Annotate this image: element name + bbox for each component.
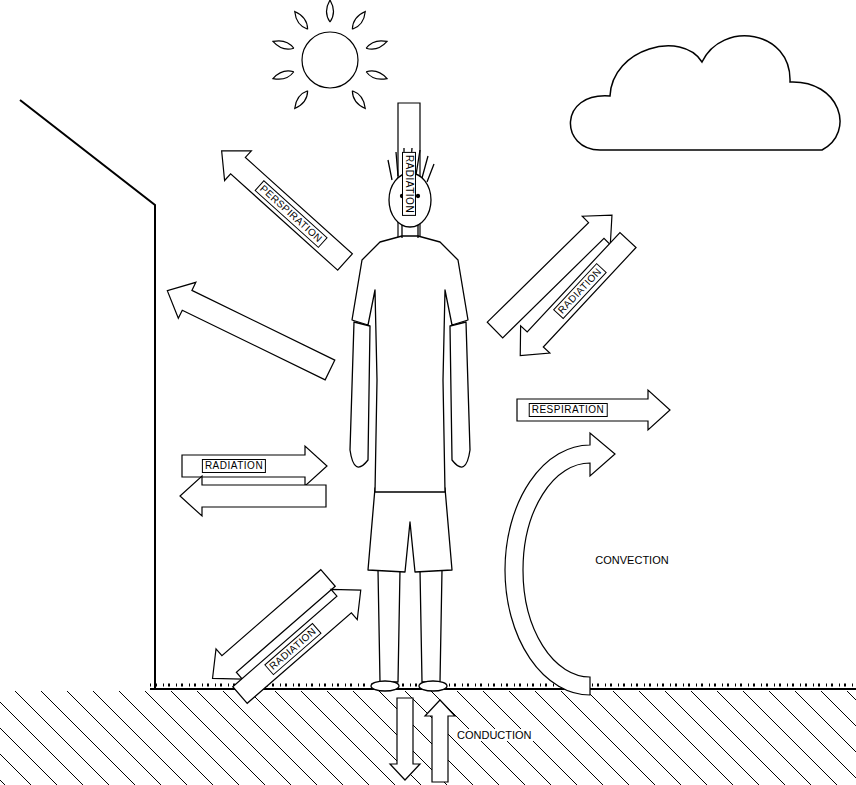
person-shorts <box>368 488 452 572</box>
sun-disc <box>302 32 358 88</box>
sun-ray <box>365 68 388 81</box>
process-label: CONVECTION <box>593 554 670 566</box>
person-arm <box>450 322 470 467</box>
arrow-label: RADIATION <box>202 459 266 473</box>
respiration-arrow <box>517 390 670 430</box>
sun-ray <box>365 38 388 51</box>
sun-ray <box>327 0 334 22</box>
person <box>350 148 470 691</box>
ground-hatch <box>0 691 856 785</box>
sun-ray <box>350 9 369 31</box>
radiation-arrow <box>227 575 374 710</box>
radiation-arrow <box>182 446 327 486</box>
arrow-label: PERSPIRATION <box>254 180 327 248</box>
conduction-arrow <box>390 698 420 780</box>
person-shirt <box>352 236 468 492</box>
building-wall <box>20 100 155 690</box>
radiation-arrow <box>180 476 326 516</box>
person-arm <box>350 322 370 467</box>
sun-ray <box>272 38 295 51</box>
sun-ray <box>292 89 311 111</box>
perspiration-arrow <box>208 136 358 277</box>
sun-ray <box>350 89 369 111</box>
perspiration-arrow <box>159 273 339 388</box>
conduction-arrow <box>425 700 455 782</box>
person-eye <box>417 195 420 198</box>
cloud <box>570 36 840 150</box>
arrow-label: RESPIRATION <box>529 403 608 417</box>
sun <box>272 0 388 111</box>
person-foot <box>419 681 447 691</box>
sun-ray <box>292 9 311 31</box>
person-leg <box>378 570 400 682</box>
arrows <box>159 103 670 782</box>
radiation-arrow <box>506 226 643 369</box>
process-label: CONDUCTION <box>455 729 534 741</box>
person-foot <box>371 681 399 691</box>
arrow-label: RADIATION <box>402 152 416 216</box>
sun-ray <box>272 68 295 81</box>
person-leg <box>420 570 442 682</box>
